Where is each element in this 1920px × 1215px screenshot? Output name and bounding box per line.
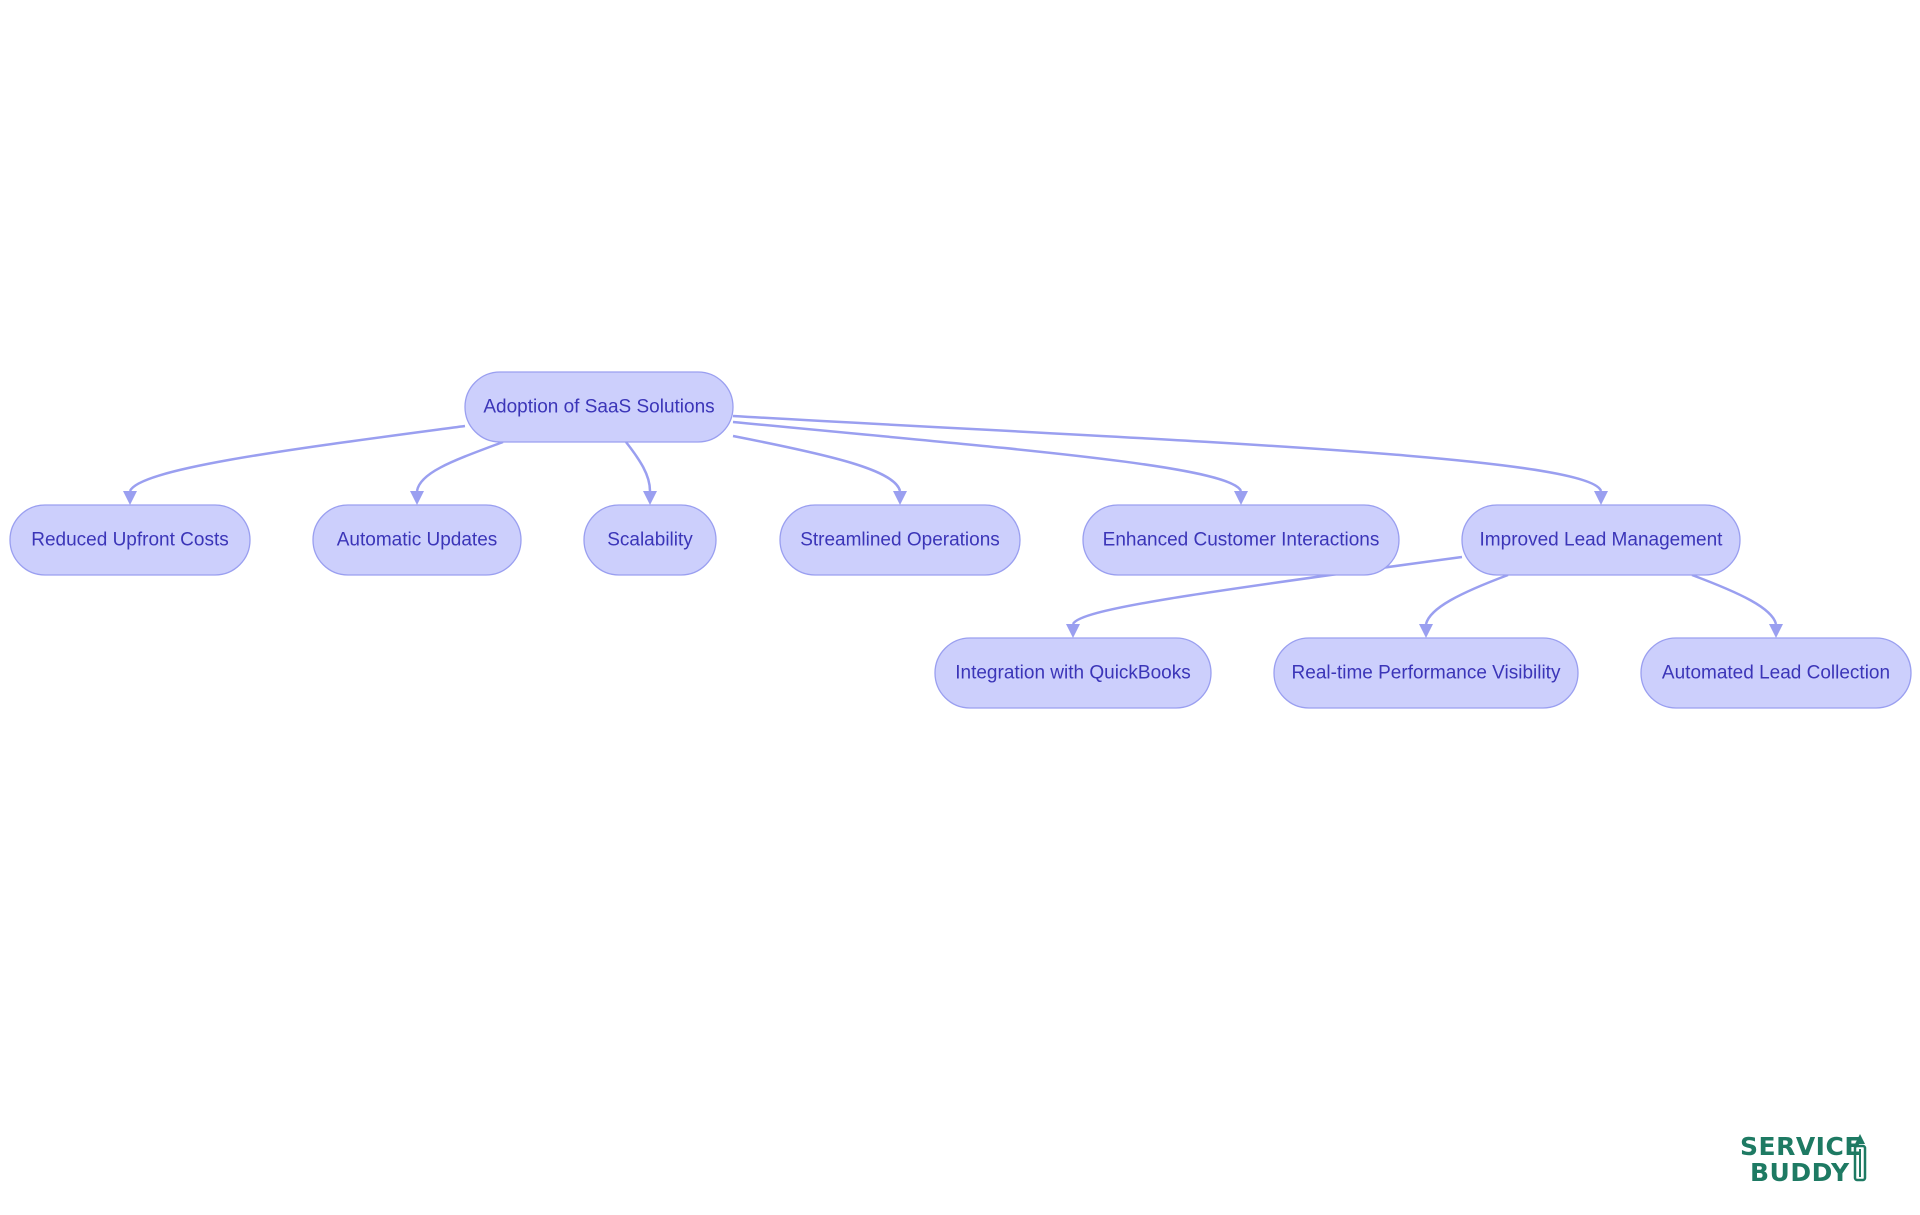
edge-line bbox=[732, 420, 1243, 492]
node-shape bbox=[1461, 504, 1741, 576]
edges-layer bbox=[123, 414, 1783, 638]
logo-text-line-2: BUDDY bbox=[1750, 1158, 1850, 1187]
logo-text-line-1: SERVICE bbox=[1740, 1132, 1862, 1161]
service-buddy-logo: SERVICE BUDDY bbox=[1740, 1132, 1880, 1188]
node-label: Adoption of SaaS Solutions bbox=[483, 397, 714, 418]
edge-line bbox=[1424, 573, 1509, 625]
edge-root-lead bbox=[732, 414, 1608, 505]
node-shape bbox=[583, 504, 717, 576]
arrowhead-icon bbox=[1594, 491, 1608, 505]
arrowhead-icon bbox=[123, 491, 137, 505]
edge-root-scal bbox=[625, 441, 657, 505]
edge-lead-rt bbox=[1419, 573, 1509, 638]
node-shape bbox=[1273, 637, 1579, 709]
node-shape bbox=[9, 504, 251, 576]
arrowhead-icon bbox=[1769, 624, 1783, 638]
node-shape bbox=[464, 371, 734, 443]
node-shape bbox=[779, 504, 1021, 576]
pencil-icon bbox=[1853, 1134, 1867, 1182]
node-shape bbox=[1640, 637, 1912, 709]
node-shape bbox=[934, 637, 1212, 709]
node-auto: Automated Lead Collection bbox=[1640, 637, 1912, 709]
node-qb: Integration with QuickBooks bbox=[934, 637, 1212, 709]
node-label: Streamlined Operations bbox=[800, 530, 1000, 551]
node-label: Automated Lead Collection bbox=[1662, 663, 1890, 684]
node-label: Enhanced Customer Interactions bbox=[1103, 530, 1380, 551]
node-label: Scalability bbox=[607, 530, 693, 551]
edge-root-cust bbox=[732, 420, 1248, 505]
node-label: Reduced Upfront Costs bbox=[31, 530, 229, 551]
edge-line bbox=[732, 434, 902, 492]
node-root: Adoption of SaaS Solutions bbox=[464, 371, 734, 443]
edge-root-updates bbox=[410, 440, 504, 505]
edge-root-costs bbox=[123, 424, 466, 505]
node-updates: Automatic Updates bbox=[312, 504, 522, 576]
node-scal: Scalability bbox=[583, 504, 717, 576]
edge-line bbox=[415, 440, 504, 492]
node-rt: Real-time Performance Visibility bbox=[1273, 637, 1579, 709]
edge-line bbox=[732, 414, 1603, 492]
node-shape bbox=[312, 504, 522, 576]
node-label: Integration with QuickBooks bbox=[955, 663, 1191, 684]
arrowhead-icon bbox=[1234, 491, 1248, 505]
arrowhead-icon bbox=[410, 491, 424, 505]
arrowhead-icon bbox=[1066, 624, 1080, 638]
node-label: Improved Lead Management bbox=[1480, 530, 1724, 551]
edge-lead-auto bbox=[1691, 573, 1783, 638]
node-shape bbox=[1082, 504, 1400, 576]
arrowhead-icon bbox=[643, 491, 657, 505]
edge-line bbox=[1691, 573, 1778, 625]
node-label: Automatic Updates bbox=[337, 530, 498, 551]
edge-line bbox=[625, 441, 652, 492]
node-costs: Reduced Upfront Costs bbox=[9, 504, 251, 576]
edge-root-ops bbox=[732, 434, 907, 505]
node-ops: Streamlined Operations bbox=[779, 504, 1021, 576]
node-lead: Improved Lead Management bbox=[1461, 504, 1741, 576]
node-label: Real-time Performance Visibility bbox=[1292, 663, 1561, 684]
edge-line bbox=[128, 424, 466, 492]
arrowhead-icon bbox=[1419, 624, 1433, 638]
node-cust: Enhanced Customer Interactions bbox=[1082, 504, 1400, 576]
arrowhead-icon bbox=[893, 491, 907, 505]
